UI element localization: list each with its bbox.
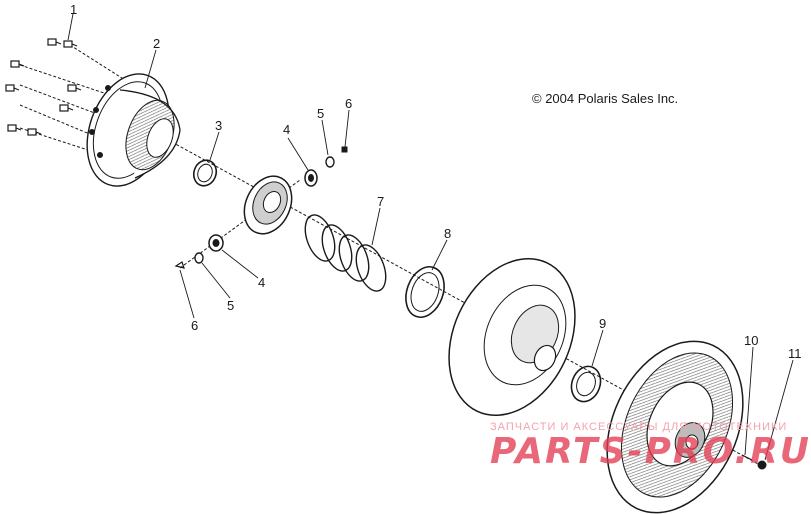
- callout-6-lower: 6: [191, 318, 198, 333]
- watermark-tagline: ЗАПЧАСТИ И АКСЕССУАРЫ ДЛЯ МОТОТЕХНИКИ: [490, 421, 788, 433]
- callout-10: 10: [744, 333, 758, 348]
- callout-1: 1: [70, 2, 77, 17]
- callout-11: 11: [788, 346, 802, 361]
- callout-3: 3: [215, 118, 222, 133]
- callout-9: 9: [599, 316, 606, 331]
- callout-5: 5: [317, 106, 324, 121]
- part-1-bolts: [5, 38, 82, 136]
- part-11-nut: [757, 460, 767, 470]
- callout-labels: 1 2 3 4 5 6 7 8 9 10 11 4 5 6: [70, 2, 802, 361]
- callout-5-lower: 5: [227, 298, 234, 313]
- callout-8: 8: [444, 226, 451, 241]
- copyright-text: © 2004 Polaris Sales Inc.: [532, 91, 679, 106]
- clutch-sheave: [448, 257, 576, 417]
- callout-6: 6: [345, 96, 352, 111]
- watermark-logo: PARTS-PRO.RU: [490, 431, 811, 472]
- part-2-cover: [86, 73, 181, 187]
- part-9-washer: [570, 365, 602, 403]
- callout-7: 7: [377, 194, 384, 209]
- part-5-washer-lower: [194, 252, 204, 264]
- callout-2: 2: [153, 36, 160, 51]
- part-5-washer-upper: [325, 156, 335, 168]
- bearing-housing: [243, 175, 293, 235]
- callout-4-lower: 4: [258, 275, 265, 290]
- part-3-ring: [192, 159, 218, 187]
- callout-4: 4: [283, 122, 290, 137]
- part-8-washer: [405, 266, 445, 318]
- leader-lines: [67, 13, 794, 461]
- part-10-bolt: [741, 454, 753, 461]
- part-4-bushing-upper: [304, 169, 318, 187]
- part-7-spring: [304, 214, 387, 292]
- part-6-clip-upper: [341, 146, 348, 153]
- part-4-bushing-lower: [208, 234, 224, 252]
- part-6-clip-lower: [174, 261, 185, 269]
- movable-sheave: [606, 340, 744, 514]
